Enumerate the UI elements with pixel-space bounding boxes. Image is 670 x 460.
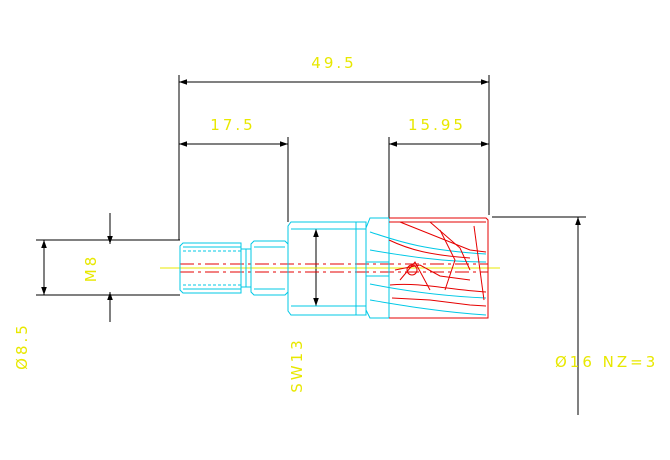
flute-cyan-2 <box>369 249 487 263</box>
threaded-shank <box>179 242 242 294</box>
flute-cyan-4 <box>369 299 487 316</box>
cutter-body <box>365 217 390 319</box>
flute-cyan-3 <box>369 283 487 299</box>
dimension-labels: 49.5 17.5 15.95 M8 Ø8.5 SW13 Ø16 NZ=3 <box>13 54 658 393</box>
label-overall-length: 49.5 <box>311 54 356 72</box>
label-thread: M8 <box>82 254 100 283</box>
label-wrench-size: SW13 <box>288 337 306 392</box>
flute-detail <box>406 264 418 276</box>
centerlines <box>160 263 500 273</box>
flute-red-7 <box>391 297 487 307</box>
label-cutter-length: 15.95 <box>408 116 466 134</box>
label-shank-length: 17.5 <box>210 116 255 134</box>
flute-red-4 <box>388 239 471 259</box>
flute-red-9 <box>439 229 456 291</box>
cutter-head <box>388 217 489 319</box>
dimension-lines <box>36 75 586 415</box>
flute-cyan-1 <box>369 231 487 255</box>
flute-red-3 <box>473 225 485 301</box>
label-shank-diameter: Ø8.5 <box>13 322 31 370</box>
flute-red-8 <box>399 261 431 291</box>
hex-body <box>287 221 367 316</box>
flute-red-6 <box>389 283 487 293</box>
flute-red-2 <box>429 221 471 271</box>
label-cutter-spec: Ø16 NZ=3 <box>555 353 658 371</box>
cutter-outline <box>389 217 489 319</box>
flute-red-1 <box>399 221 487 253</box>
